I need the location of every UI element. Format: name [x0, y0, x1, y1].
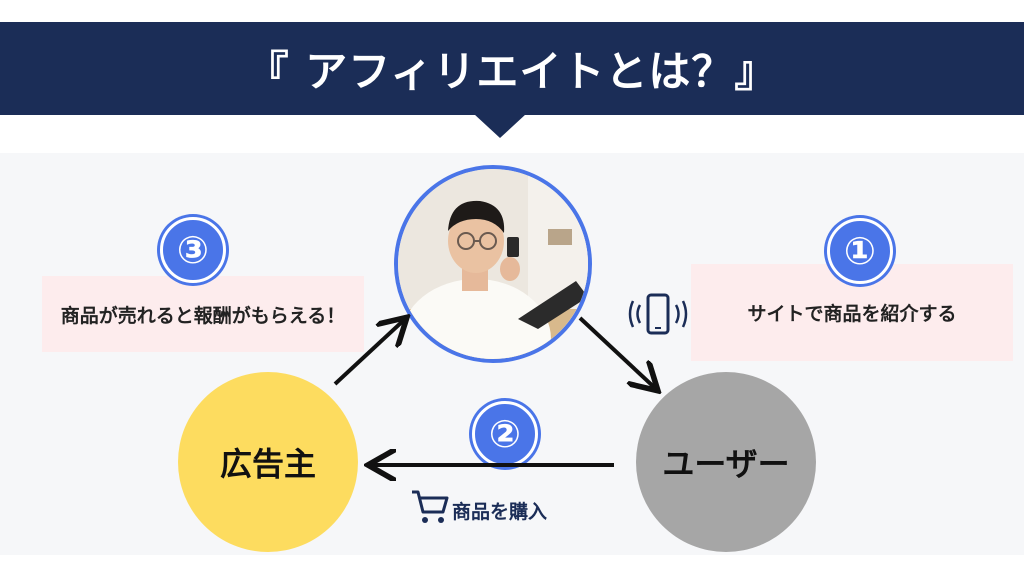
page-title: 『 アフィリエイトとは？』 [246, 47, 778, 96]
arrow-site-to-user [578, 316, 655, 388]
advertiser-label: 広告主 [219, 445, 316, 483]
advertiser-node: 広告主 [178, 372, 358, 552]
step-3-note: 商品が売れると報酬がもらえる！ [42, 276, 364, 352]
step-1-text: サイトで商品を紹介する [747, 303, 957, 325]
step-1-number: ① [843, 229, 877, 273]
step-1-badge: ① [827, 218, 893, 284]
step-2-number: ② [488, 412, 522, 456]
user-label: ユーザー [662, 445, 790, 483]
step-2-badge: ② [472, 401, 538, 467]
step-3-number: ③ [176, 228, 210, 272]
header-pointer [474, 114, 526, 138]
step-3-text: 商品が売れると報酬がもらえる！ [60, 304, 346, 327]
shopping-cart-icon [412, 490, 449, 523]
arrow-advertiser-to-site [333, 320, 404, 386]
step-3-badge: ③ [160, 217, 226, 283]
smartphone-vibrating-icon [628, 293, 688, 335]
step-2-text: 商品を購入 [452, 501, 548, 523]
affiliate-person-photo [394, 165, 592, 363]
header-bar [0, 22, 1024, 115]
user-node: ユーザー [636, 372, 816, 552]
